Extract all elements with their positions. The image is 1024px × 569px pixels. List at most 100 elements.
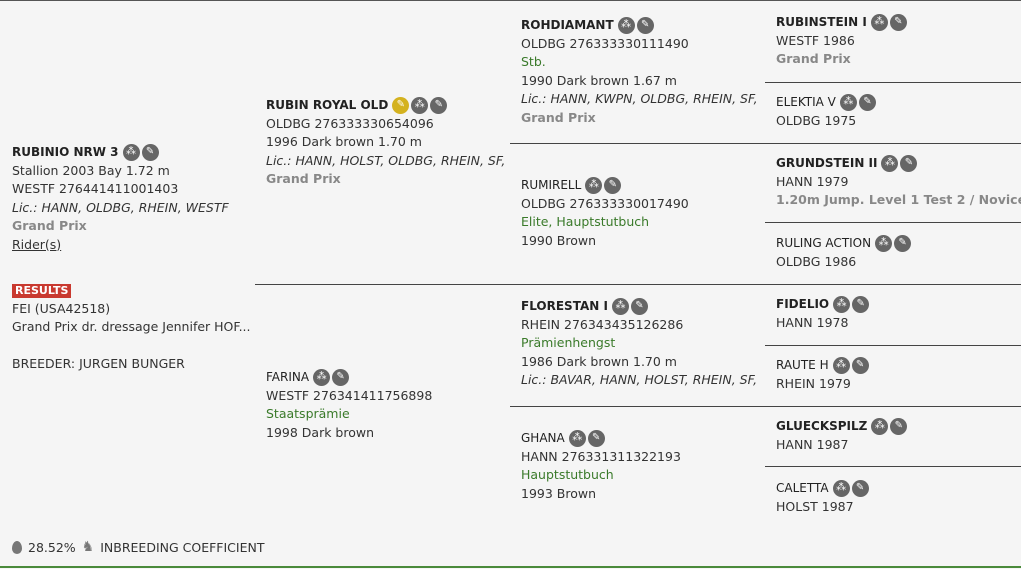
dd-name[interactable]: GHANA bbox=[521, 431, 565, 445]
dam-name[interactable]: FARINA bbox=[266, 370, 310, 384]
g4-name[interactable]: RAUTE H bbox=[776, 358, 829, 372]
results-badge[interactable]: RESULTS bbox=[12, 284, 72, 298]
dam-sire: FLORESTAN I⁂✎ RHEIN 276343435126286 Präm… bbox=[521, 297, 761, 390]
divider-g4-7 bbox=[765, 466, 1021, 467]
ss-lic: Lic.: HANN, KWPN, OLDBG, RHEIN, SF, S... bbox=[521, 91, 761, 106]
sd-status: Elite, Hauptstutbuch bbox=[521, 214, 650, 229]
subject-level: Grand Prix bbox=[12, 218, 87, 233]
sire-lic: Lic.: HANN, HOLST, OLDBG, RHEIN, SF, S..… bbox=[266, 152, 506, 168]
sire-reg: OLDBG 276333330654096 bbox=[266, 115, 434, 131]
drop-icon bbox=[12, 540, 22, 554]
edit-icon[interactable]: ✎ bbox=[894, 235, 912, 252]
divider-gen2 bbox=[255, 284, 1021, 285]
sire-sire: ROHDIAMANT⁂✎ OLDBG 276333330111490 Stb. … bbox=[521, 16, 761, 127]
edit-icon[interactable]: ✎ bbox=[890, 418, 908, 435]
g4-reg: HOLST 1987 bbox=[776, 498, 854, 514]
bottom-accent-line bbox=[0, 566, 1021, 568]
sd-desc: 1990 Brown bbox=[521, 232, 597, 248]
gp-result[interactable]: Grand Prix dr. dressage Jennifer HOF... bbox=[12, 319, 251, 334]
subject-line2: WESTF 276441411001403 bbox=[12, 181, 179, 196]
pedigree-icon[interactable]: ⁂ bbox=[832, 357, 850, 374]
pedigree-icon[interactable]: ⁂ bbox=[568, 430, 586, 447]
g4-name[interactable]: FIDELIO bbox=[776, 297, 830, 311]
edit-icon[interactable]: ✎ bbox=[636, 17, 654, 34]
g4-reg: HANN 1978 bbox=[776, 314, 849, 330]
g4-name[interactable]: RUBINSTEIN I bbox=[776, 15, 867, 29]
divider-gen3-bottom bbox=[510, 406, 1021, 407]
pedigree-icon[interactable]: ⁂ bbox=[585, 177, 603, 194]
pedigree-icon[interactable]: ⁂ bbox=[881, 155, 899, 172]
sire-name[interactable]: RUBIN ROYAL OLD bbox=[266, 98, 389, 112]
dd-desc: 1993 Brown bbox=[521, 485, 597, 501]
fei-id: FEI (USA42518) bbox=[12, 300, 111, 316]
pedigree-icon[interactable]: ⁂ bbox=[313, 369, 331, 386]
g4-reg: OLDBG 1975 bbox=[776, 112, 857, 128]
horse-icon: ♞ bbox=[81, 539, 95, 555]
g4-item: RULING ACTION⁂✎ OLDBG 1986 bbox=[776, 234, 1021, 271]
dam-reg: WESTF 276341411756898 bbox=[266, 387, 433, 403]
edit-icon[interactable]: ✎ bbox=[858, 94, 876, 111]
sd-name[interactable]: RUMIRELL bbox=[521, 178, 582, 192]
pedigree-icon[interactable]: ⁂ bbox=[875, 235, 893, 252]
pedigree-icon[interactable]: ⁂ bbox=[411, 97, 429, 114]
ds-status: Prämienhengst bbox=[521, 335, 616, 350]
g4-name[interactable]: GLUECKSPILZ bbox=[776, 419, 868, 433]
subject-name[interactable]: RUBINIO NRW 3 bbox=[12, 145, 119, 159]
ss-desc: 1990 Dark brown 1.67 m bbox=[521, 72, 677, 88]
edit-icon[interactable]: ✎ bbox=[630, 298, 648, 315]
ds-name[interactable]: FLORESTAN I bbox=[521, 299, 608, 313]
ss-level: Grand Prix bbox=[521, 109, 596, 125]
edit-icon[interactable]: ✎ bbox=[587, 430, 605, 447]
g4-extra: 1.20m Jump. Level 1 Test 2 / Novice bbox=[776, 192, 1021, 207]
riders-link[interactable]: Rider(s) bbox=[12, 236, 62, 252]
g4-reg: OLDBG 1986 bbox=[776, 253, 857, 269]
g4-name[interactable]: RULING ACTION bbox=[776, 236, 872, 250]
ss-name[interactable]: ROHDIAMANT bbox=[521, 18, 614, 32]
g4-name[interactable]: GRUNDSTEIN II bbox=[776, 156, 878, 170]
sire-desc: 1996 Dark brown 1.70 m bbox=[266, 134, 422, 149]
edit-icon[interactable]: ✎ bbox=[604, 177, 622, 194]
results-section: RESULTS FEI (USA42518) Grand Prix dr. dr… bbox=[12, 281, 252, 373]
edit-icon[interactable]: ✎ bbox=[889, 14, 907, 31]
g4-item: FIDELIO⁂✎ HANN 1978 bbox=[776, 295, 1021, 332]
sire-level: Grand Prix bbox=[266, 171, 341, 186]
dam-desc: 1998 Dark brown bbox=[266, 424, 375, 440]
pedigree-icon[interactable]: ⁂ bbox=[832, 480, 850, 497]
dd-status: Hauptstutbuch bbox=[521, 467, 614, 482]
pedigree-icon[interactable]: ⁂ bbox=[833, 296, 851, 313]
subject-horse: RUBINIO NRW 3⁂✎ Stallion 2003 Bay 1.72 m… bbox=[12, 143, 252, 254]
pedigree-icon[interactable]: ⁂ bbox=[617, 17, 635, 34]
g4-item: ELEKTIA V⁂✎ OLDBG 1975 bbox=[776, 93, 1021, 130]
pedigree-icon[interactable]: ⁂ bbox=[122, 144, 140, 161]
g4-name[interactable]: CALETTA bbox=[776, 481, 829, 495]
inbreeding-label[interactable]: INBREEDING COEFFICIENT bbox=[100, 539, 265, 555]
edit-icon[interactable]: ✎ bbox=[430, 97, 448, 114]
dd-reg: HANN 276331311322193 bbox=[521, 448, 681, 464]
edit-icon[interactable]: ✎ bbox=[900, 155, 918, 172]
g4-item: CALETTA⁂✎ HOLST 1987 bbox=[776, 479, 1021, 516]
divider-g4-1 bbox=[765, 82, 1021, 83]
pedigree-icon[interactable]: ⁂ bbox=[611, 298, 629, 315]
dam-dam: GHANA⁂✎ HANN 276331311322193 Hauptstutbu… bbox=[521, 429, 761, 503]
pedigree-icon[interactable]: ⁂ bbox=[839, 94, 857, 111]
pedigree-icon[interactable]: ⁂ bbox=[871, 418, 889, 435]
sire-dam: RUMIRELL⁂✎ OLDBG 276333330017490 Elite, … bbox=[521, 176, 761, 250]
breeder: BREEDER: JURGEN BUNGER bbox=[12, 355, 185, 371]
pedigree-icon[interactable]: ⁂ bbox=[870, 14, 888, 31]
g4-reg: WESTF 1986 bbox=[776, 32, 855, 48]
inbreeding-percent: 28.52% bbox=[28, 539, 76, 555]
g4-name[interactable]: ELEKTIA V bbox=[776, 95, 836, 109]
ds-desc: 1986 Dark brown 1.70 m bbox=[521, 353, 677, 369]
gold-edit-icon[interactable]: ✎ bbox=[392, 97, 410, 114]
subject-line1: Stallion 2003 Bay 1.72 m bbox=[12, 162, 170, 178]
sire: RUBIN ROYAL OLD✎⁂✎ OLDBG 276333330654096… bbox=[266, 96, 506, 189]
edit-icon[interactable]: ✎ bbox=[141, 144, 159, 161]
edit-icon[interactable]: ✎ bbox=[852, 296, 870, 313]
g4-reg: HANN 1979 bbox=[776, 173, 849, 189]
g4-item: RUBINSTEIN I⁂✎ WESTF 1986 Grand Prix bbox=[776, 13, 1021, 69]
edit-icon[interactable]: ✎ bbox=[851, 357, 869, 374]
edit-icon[interactable]: ✎ bbox=[332, 369, 350, 386]
edit-icon[interactable]: ✎ bbox=[851, 480, 869, 497]
dam: FARINA⁂✎ WESTF 276341411756898 Staatsprä… bbox=[266, 368, 506, 442]
ds-reg: RHEIN 276343435126286 bbox=[521, 316, 684, 332]
